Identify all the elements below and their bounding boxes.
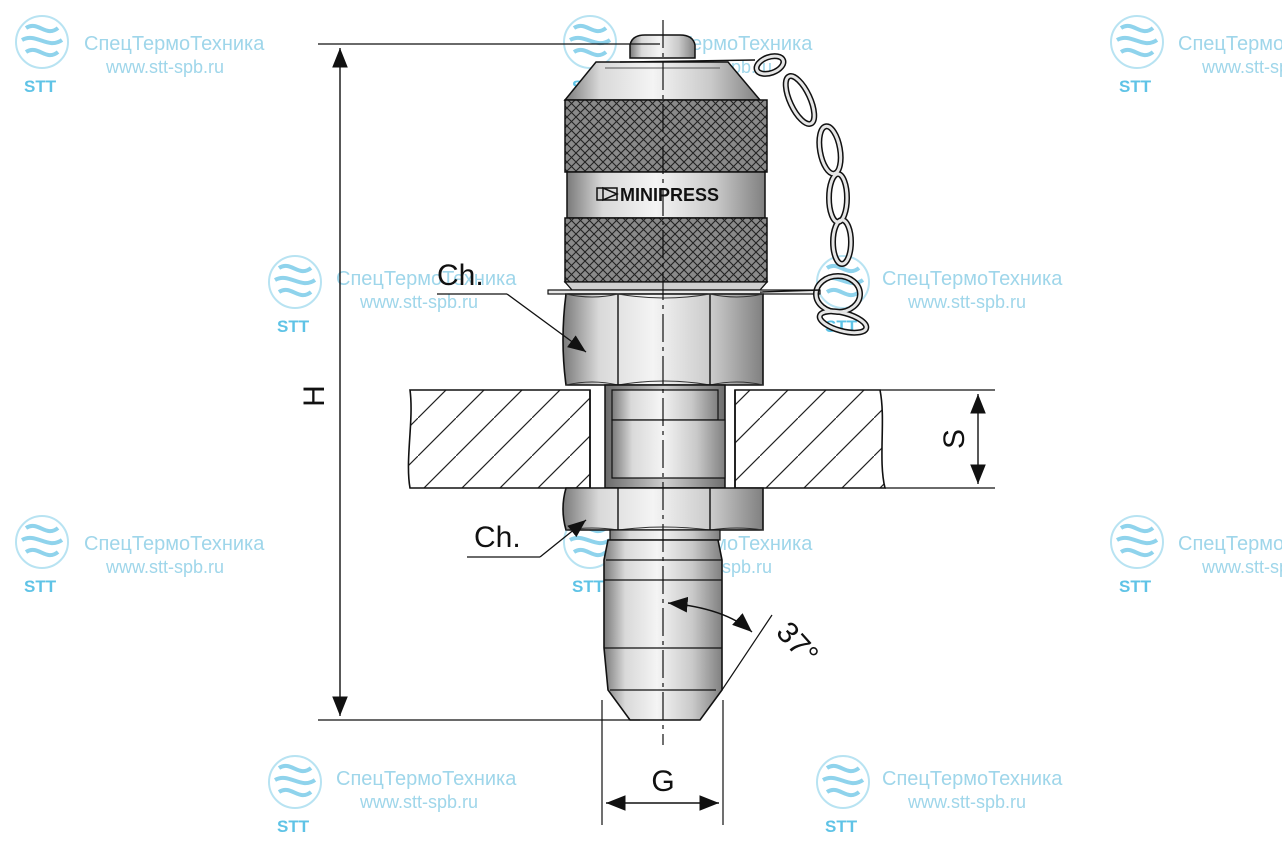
dimension-height: H (298, 43, 660, 721)
watermark-company: СпецТермоТехника (336, 268, 517, 290)
watermark-mid-right: STT СпецТермоТехника www.stt-spb.ru (815, 254, 1063, 336)
watermark-company: СпецТермоТехника (1178, 533, 1282, 555)
stt-logo-icon (815, 754, 871, 810)
watermark-company: СпецТермоТехника (84, 533, 265, 555)
height-label: H (298, 385, 331, 407)
chamfer-callout-lower: Ch. (467, 519, 587, 558)
fitting: MINIPRESS (547, 34, 821, 721)
watermark-top-left: STT СпецТермоТехника www.stt-spb.ru (14, 14, 265, 96)
stt-logo-icon (562, 14, 618, 70)
watermark-company: СпецТермоТехника (336, 768, 517, 790)
watermark-company: СпецТермоТехника (84, 33, 265, 55)
watermark-url: www.stt-spb.ru (1201, 57, 1282, 77)
watermark-url: www.stt-spb.ru (105, 57, 224, 77)
watermark-company: СпецТермоТехника (1178, 33, 1282, 55)
watermark-abbr: STT (1119, 77, 1152, 96)
watermark-abbr: STT (24, 577, 57, 596)
chamfer-label-lower: Ch. (474, 521, 521, 554)
angle-label: 37° (770, 616, 825, 672)
thickness-label: S (938, 429, 971, 449)
stt-logo-icon (1109, 514, 1165, 570)
watermark-abbr: STT (825, 817, 858, 836)
chamfer-callout-upper: Ch. (437, 259, 587, 353)
stt-logo-icon (14, 514, 70, 570)
watermark-top-right: STT СпецТермоТехника www.stt-spb.ru (1109, 14, 1282, 96)
dimension-thread: G (601, 700, 724, 825)
watermark-abbr: STT (277, 317, 310, 336)
watermark-mid-left: STT СпецТермоТехника www.stt-spb.ru (267, 254, 517, 336)
watermark-abbr: STT (277, 817, 310, 836)
watermark-url: www.stt-spb.ru (1201, 557, 1282, 577)
watermark-url: www.stt-spb.ru (359, 792, 478, 812)
upper-knurl (564, 99, 768, 173)
brand-label: MINIPRESS (620, 185, 719, 205)
stt-logo-icon (267, 754, 323, 810)
stt-logo-icon (1109, 14, 1165, 70)
watermark-url: www.stt-spb.ru (105, 557, 224, 577)
watermark-company: СпецТермоТехника (882, 768, 1063, 790)
chain (619, 53, 870, 336)
lower-knurl (564, 217, 768, 283)
chamfer-label-upper: Ch. (437, 259, 484, 292)
stt-logo-icon (267, 254, 323, 310)
stt-logo-icon (14, 14, 70, 70)
watermark-lower-left: STT СпецТермоТехника www.stt-spb.ru (14, 514, 265, 596)
watermark-bottom-left: STT СпецТермоТехника www.stt-spb.ru (267, 754, 517, 836)
thread-label: G (651, 765, 674, 798)
watermark-abbr: STT (24, 77, 57, 96)
watermark-url: www.stt-spb.ru (907, 292, 1026, 312)
watermark-url: www.stt-spb.ru (359, 292, 478, 312)
watermark-abbr: STT (572, 577, 605, 596)
panel-section (407, 389, 887, 489)
watermark-bottom-right: STT СпецТермоТехника www.stt-spb.ru (815, 754, 1063, 836)
minipress-logo-icon (596, 186, 619, 202)
watermark-company: СпецТермоТехника (882, 268, 1063, 290)
watermark-url: www.stt-spb.ru (907, 792, 1026, 812)
brand-band (566, 171, 766, 219)
watermark-lower-right: STT СпецТермоТехника www.stt-spb.ru (1109, 514, 1282, 596)
watermark-abbr: STT (1119, 577, 1152, 596)
dimension-thickness: S (880, 389, 995, 489)
